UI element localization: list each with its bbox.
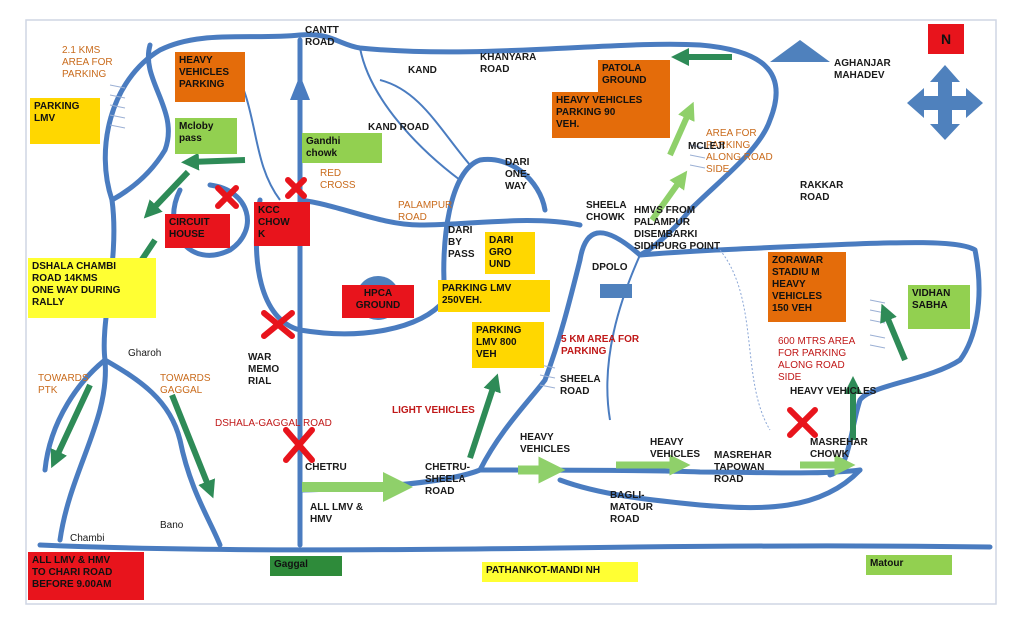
parking-lmv-250-box: PARKING LMV 250VEH. <box>438 280 550 312</box>
road-palampur <box>297 197 583 228</box>
all-lmv-hmv-label: ALL LMV & HMV <box>310 502 364 525</box>
road-sheela <box>477 230 643 473</box>
compass-icon <box>907 65 983 140</box>
six-hundred-label: 600 MTRS AREA FOR PARKING ALONG ROAD SID… <box>778 336 856 383</box>
arrow-mcleji <box>667 101 695 157</box>
five-km-label: 5 KM AREA FOR PARKING <box>561 334 640 357</box>
road-mcleod <box>109 42 171 203</box>
chambi-label: Chambi <box>70 533 105 544</box>
towards-gaggal-label: TOWARDS GAGGAL <box>160 373 211 396</box>
sheela-road-label: SHEELA ROAD <box>560 374 601 397</box>
arrow-circuit <box>143 169 191 219</box>
road-pathankot-mandi <box>37 542 993 553</box>
road-top-loop <box>102 32 779 258</box>
light-vehicles-label: LIGHT VEHICLES <box>392 405 475 416</box>
road-right-loop <box>637 240 982 478</box>
road-dari-bypass <box>441 156 548 303</box>
heavy-vehicles-parking-box: HEAVY VEHICLES PARKING <box>175 52 245 102</box>
north-indicator: N <box>928 24 964 54</box>
circuit-house-box: CIRCUIT HOUSE <box>165 214 230 248</box>
arrow-mcleod <box>181 152 246 171</box>
masrehar-tapowan-label: MASREHAR TAPOWAN ROAD <box>714 450 772 485</box>
gaggal-box: Gaggal <box>270 556 342 576</box>
dpolo-marker <box>600 284 632 298</box>
hmvs-from-label: HMVS FROM PALAMPUR DISEMBARKI SIDHPURG P… <box>634 205 721 252</box>
gharoh-label: Gharoh <box>128 348 162 359</box>
dari-bypass-label: DARI BY PASS <box>448 225 475 260</box>
zorawar-stadium-box: ZORAWAR STADIU M HEAVY VEHICLES 150 VEH <box>768 252 846 322</box>
chetru-sheela-label: CHETRU- SHEELA ROAD <box>425 462 470 497</box>
kand-label: KAND <box>408 65 437 76</box>
road-left <box>57 197 117 543</box>
sheela-chowk-label: SHEELA CHOWK <box>586 200 627 223</box>
bano-label: Bano <box>160 520 184 531</box>
chetru-label: CHETRU <box>305 462 347 473</box>
no-entry-crosses <box>215 177 818 463</box>
heavy-vehicles-1-label: HEAVY VEHICLES <box>520 432 571 455</box>
gandhi-chowk-box: Gandhi chowk <box>302 133 382 163</box>
road-bagli-matour <box>557 467 863 511</box>
masrehar-chowk-label: MASREHAR CHOWK <box>810 437 868 460</box>
vidhan-sabha-box: VIDHAN SABHA <box>908 285 970 329</box>
kcc-chowk-box: KCC CHOW K <box>254 202 310 246</box>
mcleji-label: MCLEJI <box>688 141 725 152</box>
war-memorial-label: WAR MEMO RIAL <box>248 352 280 387</box>
cantt-road-label: CANTT ROAD <box>305 25 339 48</box>
bagli-matour-label: BAGLI- MATOUR ROAD <box>610 490 653 525</box>
road-ptk <box>42 357 108 473</box>
heavy-vehicles-right-label: HEAVY VEHICLES <box>790 386 877 397</box>
parking-lmv-800-box: PARKING LMV 800 VEH <box>472 322 544 368</box>
dari-one-way-label: DARI ONE- WAY <box>505 157 530 192</box>
arrow-light <box>467 373 501 459</box>
rakkar-road-label: RAKKAR ROAD <box>800 180 844 203</box>
towards-ptk-label: TOWARDS PTK <box>38 373 89 396</box>
road-gharoh <box>102 357 223 548</box>
dari-ground-box: DARI GRO UND <box>485 232 535 274</box>
kms-area-label: 2.1 KMS AREA FOR PARKING <box>62 45 113 80</box>
dshala-chambi-box: DSHALA CHAMBI ROAD 14KMS ONE WAY DURING … <box>28 258 156 318</box>
arrow-hmvs <box>649 170 688 222</box>
area-parking-road-label: AREA FOR PARKING ALONG ROAD SIDE <box>706 128 773 175</box>
khanyara-road-label: KHANYARA ROAD <box>480 52 537 75</box>
red-cross-label: RED CROSS <box>320 168 356 191</box>
mcloby-pass-box: Mcloby pass <box>175 118 237 154</box>
hpca-ground-box: HPCA GROUND <box>342 285 414 318</box>
heavy-parking-90-box: HEAVY VEHICLES PARKING 90 VEH. <box>552 92 670 138</box>
heavy-vehicles-2-label: HEAVY VEHICLES <box>650 437 701 460</box>
parking-lmv-box: PARKING LMV <box>30 98 100 144</box>
aghanjar-triangle-icon <box>770 40 830 62</box>
dshala-gaggal-label: DSHALA-GAGGAL ROAD <box>215 418 332 429</box>
main-roads <box>37 32 993 553</box>
dpolo-label: DPOLO <box>592 262 628 273</box>
patola-ground-box: PATOLA GROUND <box>598 60 670 92</box>
arrow-cantt-up <box>290 75 310 100</box>
arrow-gaggal <box>169 393 216 499</box>
north-label: N <box>940 31 952 47</box>
road-kcc-hpca <box>253 197 448 337</box>
aghanjar-label: AGHANJAR MAHADEV <box>834 58 891 81</box>
arrow-vidhan <box>880 303 908 362</box>
kand-road-label: KAND ROAD <box>368 122 430 133</box>
pathankot-mandi-box: PATHANKOT-MANDI NH <box>482 562 638 582</box>
palampur-road-label: PALAMPUR ROAD <box>398 200 453 223</box>
arrow-ptk <box>50 383 93 469</box>
chari-road-box: ALL LMV & HMV TO CHARI ROAD BEFORE 9.00A… <box>28 552 144 600</box>
matour-box: Matour <box>866 555 952 575</box>
